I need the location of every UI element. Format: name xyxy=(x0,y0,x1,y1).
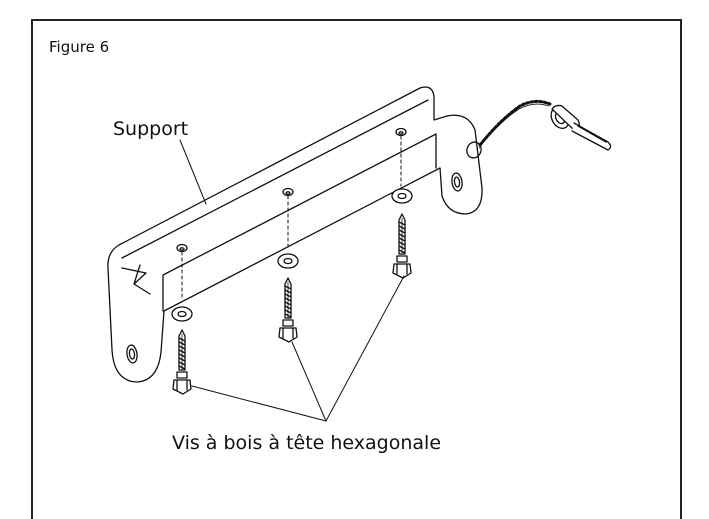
emboss-mark xyxy=(121,264,151,295)
ring xyxy=(466,141,482,159)
washer-right xyxy=(391,188,413,204)
bracket-top-edge xyxy=(121,99,429,259)
support-callout: Support xyxy=(113,118,189,140)
leader-lines xyxy=(179,139,405,422)
screw-right xyxy=(392,213,412,279)
washer-left xyxy=(171,306,193,322)
alignment-lines xyxy=(181,135,402,301)
bracket-back-flange xyxy=(107,86,483,383)
washer-middle xyxy=(277,253,299,269)
right-flange-hole xyxy=(451,172,463,192)
chain xyxy=(478,99,552,147)
screw-leader-left xyxy=(191,385,327,422)
screw-middle xyxy=(278,277,298,343)
figure-frame xyxy=(31,19,682,519)
washers xyxy=(171,188,413,322)
pin-and-chain xyxy=(466,99,612,159)
screws-callout: Vis à bois à tête hexagonale xyxy=(172,432,442,454)
screw-leader-middle xyxy=(291,341,327,422)
mounting-bracket xyxy=(107,86,483,383)
screw-left xyxy=(172,329,192,395)
left-flange-hole xyxy=(126,344,138,364)
figure-label: Figure 6 xyxy=(49,38,110,56)
pin-shaft xyxy=(571,122,612,151)
screw-leader-right xyxy=(325,275,405,422)
support-leader xyxy=(179,139,207,205)
bracket-fold-line xyxy=(162,133,437,312)
